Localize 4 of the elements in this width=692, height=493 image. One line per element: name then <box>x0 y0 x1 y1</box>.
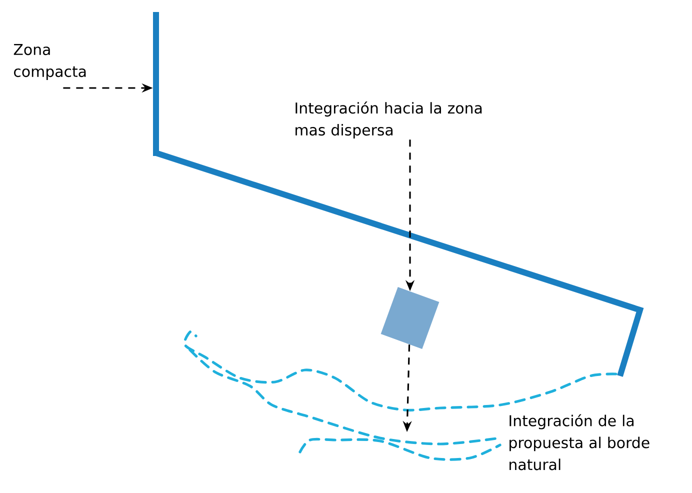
text-label: Zona compacta <box>14 44 86 80</box>
text-label: Integración de la propuesta al borde natural <box>510 414 650 470</box>
text-label: Integración hacia la zona mas dispersa <box>296 102 482 138</box>
boundary-bar <box>153 12 159 156</box>
